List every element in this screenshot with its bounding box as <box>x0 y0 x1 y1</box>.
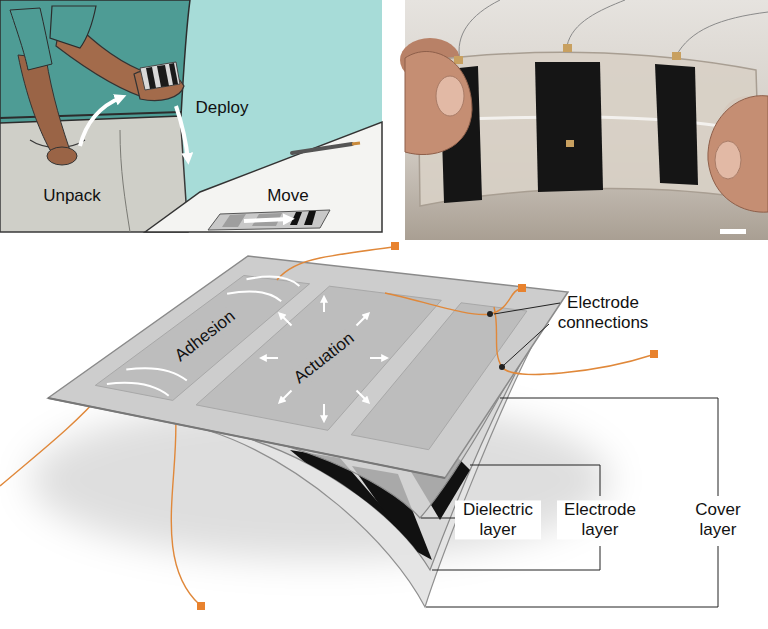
actuation-arrow <box>370 357 386 359</box>
rolled-device <box>169 63 178 85</box>
leader-line <box>494 303 560 314</box>
wire-terminal <box>197 602 205 610</box>
pencil <box>352 143 360 144</box>
actuation-arrow <box>262 357 278 359</box>
electrode-wire <box>0 395 100 486</box>
leader-line <box>421 518 457 519</box>
layer-label: Cover layer <box>684 500 752 539</box>
deploy-arrow <box>176 106 188 160</box>
cover-plate <box>48 256 568 478</box>
photo-panel <box>535 62 603 192</box>
adhesion-arc <box>227 291 281 301</box>
leader-line <box>470 465 600 496</box>
flat-device <box>290 212 302 225</box>
photo-panel <box>566 140 574 147</box>
adhesion-arc <box>107 277 300 396</box>
leader-line <box>426 546 718 607</box>
electrode-wire <box>277 247 393 280</box>
electrode-region <box>95 276 527 450</box>
actuation-arrow <box>280 391 291 402</box>
rolled-device <box>140 62 180 90</box>
cartoon-panel <box>47 147 77 165</box>
photo-panel <box>672 52 681 60</box>
cartoon-panel <box>0 112 188 232</box>
electrode-wire <box>385 289 520 315</box>
adhesion-arc <box>107 383 169 396</box>
wire-terminal <box>518 284 526 292</box>
rolled-device <box>157 65 169 87</box>
flat-device <box>222 214 246 227</box>
move-arrow <box>244 219 290 221</box>
photo-panel <box>708 96 768 213</box>
leader-line <box>432 546 600 570</box>
cartoon-panel <box>10 8 52 70</box>
unpack-arrow <box>80 97 122 146</box>
cartoon-panel <box>145 122 382 232</box>
cartoon-panel <box>0 112 181 118</box>
actuation-arrow <box>323 298 325 312</box>
actuation-arrow <box>357 391 368 402</box>
photo-panel <box>400 0 768 240</box>
leader-line <box>500 398 718 496</box>
action-label: Move <box>267 186 309 206</box>
actuation-arrow <box>280 314 291 325</box>
photo-panel <box>454 56 463 64</box>
scale-bar <box>720 229 746 234</box>
action-label: Deploy <box>196 98 249 118</box>
actuation-arrow <box>262 298 386 420</box>
layer-label: Dielectric layer <box>455 500 541 539</box>
photo-panel <box>567 0 625 46</box>
wire-terminal <box>650 350 658 358</box>
pencil <box>292 144 352 153</box>
actuation-arrow <box>357 314 368 325</box>
layer-label: Electrode layer <box>557 500 643 539</box>
photo-panel <box>405 51 472 154</box>
leader-dot <box>487 311 493 317</box>
electrode-wire <box>0 395 200 605</box>
action-label: Unpack <box>43 186 101 206</box>
wire-terminal <box>391 242 658 358</box>
cartoon-panel <box>120 130 130 232</box>
actuation-arrow <box>323 404 325 420</box>
region-label: Actuation <box>288 327 361 390</box>
adhesion-arc <box>247 277 300 286</box>
electrode-region <box>351 303 527 450</box>
photo-panel <box>715 141 741 179</box>
pencil <box>292 143 360 153</box>
cartoon-panel <box>50 6 96 48</box>
electrode-wire <box>171 405 200 605</box>
cartoon-panel <box>0 0 382 232</box>
cartoon-panel <box>18 55 72 156</box>
region-label: Adhesion <box>169 305 242 368</box>
cartoon-panel <box>0 0 190 123</box>
cartoon-panel <box>0 0 382 232</box>
leader-dot <box>499 364 505 370</box>
photo-panel <box>655 64 698 185</box>
rolled-device <box>140 62 180 90</box>
leader-dot <box>487 311 505 370</box>
photo-panel <box>436 76 464 116</box>
flat-device <box>208 210 330 230</box>
adhesion-arc <box>126 368 187 380</box>
photo-panel <box>676 12 768 56</box>
flat-device <box>304 211 316 225</box>
wire-terminal <box>197 602 205 610</box>
device-illustration <box>0 242 718 610</box>
leader-line <box>421 303 718 607</box>
photo-panel <box>418 52 760 206</box>
photo-panel <box>405 0 768 240</box>
flat-device <box>208 210 330 230</box>
photo-panel <box>563 44 572 52</box>
wire-terminal <box>391 242 399 250</box>
part-label: Electrode connections <box>548 293 658 332</box>
leader-line <box>504 324 549 365</box>
photo-panel <box>459 0 500 60</box>
rolled-device <box>146 67 156 89</box>
